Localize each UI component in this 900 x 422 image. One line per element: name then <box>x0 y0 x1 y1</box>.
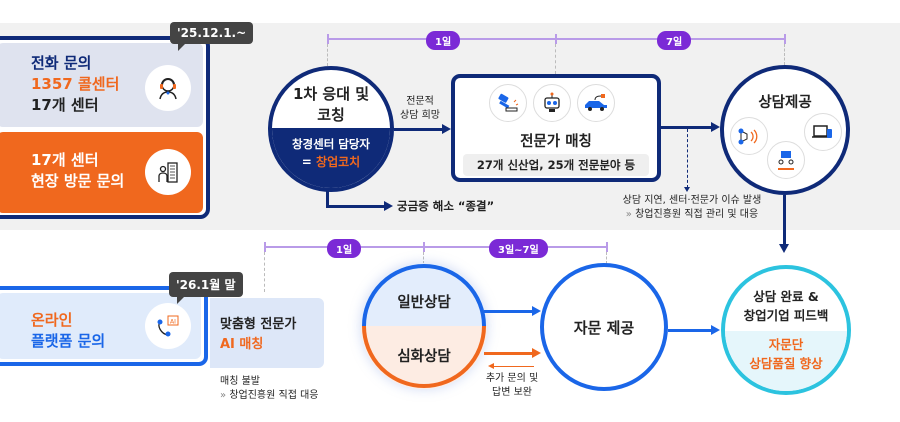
timeline-guide <box>784 44 785 65</box>
arrow-label-line1: 전문적 <box>406 96 434 107</box>
center-staff-label: 창경센터 담당자 <box>291 137 371 151</box>
phone-start-date-tag: '25.12.1.~ <box>170 22 254 51</box>
arrow-supplement-back <box>492 366 534 367</box>
offline-inquiry-group: 전화 문의 1357 콜센터 17개 센터 17개 센터 현장 방문 문의 <box>0 36 210 219</box>
arrow-deep-to-advice <box>484 352 534 355</box>
arrowhead <box>532 306 541 316</box>
supplement-line2: 답변 보완 <box>492 387 532 398</box>
resolve-label: 궁금증 해소 “종결” <box>397 199 495 213</box>
bottom-timeline-line <box>264 246 607 248</box>
timeline-guide <box>327 44 328 66</box>
startup-coach-label: 창업코치 <box>316 155 361 169</box>
resolve-connector <box>326 190 329 207</box>
delay-note-line1: 상담 지연, 센터·전문가 이슈 발생 <box>622 195 762 206</box>
phone-broadcast-icon <box>730 117 768 155</box>
expert-matching-box: 전문가 매칭 27개 신산업, 25개 전문분야 등 <box>451 74 661 182</box>
timeline-tick <box>606 242 608 252</box>
visit-center-label: 17개 센터 <box>31 151 99 169</box>
completion-line4: 상담품질 향상 <box>749 356 823 371</box>
deep-consult-label: 심화상담 <box>397 349 451 365</box>
timeline-tick <box>784 34 786 44</box>
expert-matching-subtitle: 27개 신산업, 25개 전문분야 등 <box>463 154 649 176</box>
first-response-title-2: 코칭 <box>317 106 345 124</box>
delay-note-line2: 창업진흥원 직접 관리 및 대응 <box>635 209 759 220</box>
arrow-label-line2: 상담 희망 <box>400 110 440 121</box>
supplement-line1: 추가 문의 및 <box>485 373 539 384</box>
building-visit-icon <box>145 149 191 195</box>
arrow-to-completion <box>668 329 713 332</box>
call-center-label: 1357 콜센터 <box>31 75 120 93</box>
online-label: 온라인 <box>31 311 73 329</box>
completion-line2: 창업기업 피드백 <box>743 308 829 323</box>
timeline-guide <box>555 44 556 74</box>
consult-provide-title: 상담제공 <box>758 95 812 111</box>
arrowhead <box>384 201 393 211</box>
double-chevron-icon: » <box>625 209 632 220</box>
arrowhead <box>711 325 720 335</box>
arrowhead <box>711 122 720 132</box>
timeline-guide <box>264 252 265 292</box>
call-center-agent-icon <box>145 65 191 111</box>
devices-icon <box>804 113 842 151</box>
timeline-badge-1day: 1일 <box>327 239 362 258</box>
first-response-title-1: 1차 응대 및 <box>292 85 370 103</box>
arrow-general-to-advice <box>484 310 534 313</box>
first-response-lower: 창경센터 담당자 = 창업코치 <box>272 128 390 188</box>
phone-inquiry-card: 전화 문의 1357 콜센터 17개 센터 <box>0 43 203 127</box>
arrow-to-expert <box>394 128 444 131</box>
first-response-circle: 1차 응대 및 코칭 창경센터 담당자 = 창업코치 <box>268 66 394 192</box>
online-start-date-tag: '26.1월 말 <box>169 272 243 304</box>
timeline-guide <box>423 252 424 264</box>
svg-text:AI: AI <box>170 319 176 326</box>
advice-label: 자문 제공 <box>573 318 635 337</box>
resolve-connector <box>326 205 386 208</box>
completion-line3: 자문단 <box>768 337 804 352</box>
arrowhead <box>779 244 789 253</box>
arrow-to-consult <box>661 126 713 129</box>
general-consult-half <box>361 263 487 326</box>
ai-matching-line1: 맞춤형 전문가 <box>220 317 297 332</box>
completion-line1: 상담 완료 & <box>753 289 819 304</box>
arrow-to-completion <box>783 195 786 245</box>
platform-inquiry-label: 플랫폼 문의 <box>31 332 106 350</box>
fail-note-line2: 창업진흥원 직접 대응 <box>229 390 319 401</box>
timeline-guide <box>606 252 607 264</box>
gavel-icon <box>489 84 527 122</box>
ai-chat-icon: AI <box>145 303 191 349</box>
ai-matching-line2: AI 매칭 <box>220 337 264 352</box>
visit-inquiry-title: 현장 방문 문의 <box>31 172 125 190</box>
ai-matching-box: 맞춤형 전문가 AI 매칭 <box>210 298 324 368</box>
timeline-tick <box>423 242 425 252</box>
delay-dashed-line <box>687 129 688 188</box>
consult-type-outline <box>362 264 486 388</box>
double-chevron-icon: » <box>220 390 227 401</box>
arrowhead <box>442 124 451 134</box>
advice-circle: 자문 제공 <box>540 263 668 391</box>
arrowhead <box>684 187 690 192</box>
consult-type-circle: 일반상담 심화상담 <box>361 263 487 389</box>
arrowhead <box>488 363 494 369</box>
fail-note-line1: 매칭 불발 <box>220 376 260 387</box>
timeline-badge-7day: 7일 <box>657 31 692 50</box>
consult-provide-circle: 상담제공 <box>720 65 850 195</box>
meeting-icon <box>767 141 805 179</box>
timeline-badge-3-7day: 3일~7일 <box>489 239 548 258</box>
online-inquiry-card: 온라인 플랫폼 문의 AI <box>0 286 208 366</box>
electric-car-icon <box>577 84 615 122</box>
completion-lower <box>725 331 847 391</box>
equals-sign: = <box>301 155 317 169</box>
timeline-badge-1day: 1일 <box>426 31 461 50</box>
visit-inquiry-card: 17개 센터 현장 방문 문의 <box>0 132 203 213</box>
phone-inquiry-title: 전화 문의 <box>31 54 92 72</box>
completion-circle: 상담 완료 & 창업기업 피드백 자문단 상담품질 향상 <box>721 265 851 395</box>
general-consult-label: 일반상담 <box>397 295 451 311</box>
expert-matching-title: 전문가 매칭 <box>520 134 592 150</box>
center-count-label: 17개 센터 <box>31 96 99 114</box>
deep-consult-half <box>361 326 487 389</box>
robot-icon <box>533 84 571 122</box>
timeline-tick <box>555 34 557 44</box>
arrowhead <box>532 348 541 358</box>
